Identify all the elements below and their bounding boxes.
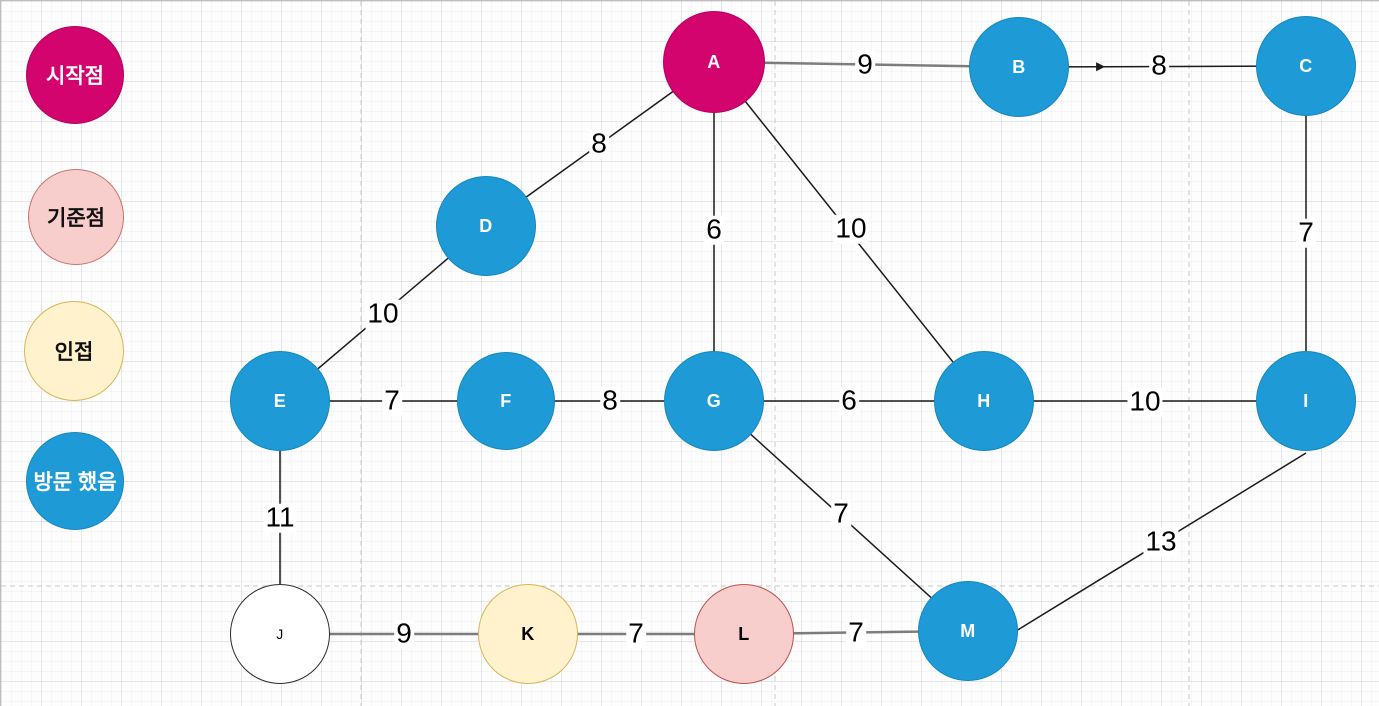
- node-label: D: [479, 215, 493, 236]
- node-F[interactable]: F: [457, 352, 555, 450]
- node-L[interactable]: L: [694, 584, 794, 684]
- node-label: B: [1012, 56, 1026, 77]
- edge-weight-A-B[interactable]: 9: [855, 48, 875, 80]
- edge-weight-A-G[interactable]: 6: [704, 213, 724, 245]
- edge-weight-G-H[interactable]: 6: [839, 384, 859, 416]
- node-label: G: [706, 390, 722, 411]
- edge-weight-F-G[interactable]: 8: [600, 384, 620, 416]
- edge-weight-J-K[interactable]: 9: [394, 617, 414, 649]
- node-J[interactable]: J: [230, 584, 330, 684]
- node-M[interactable]: M: [918, 581, 1018, 681]
- legend-adjacent-node[interactable]: 인접: [24, 301, 124, 401]
- edge-weight-E-J[interactable]: 11: [263, 501, 297, 533]
- edge-weight-E-F[interactable]: 7: [382, 384, 402, 416]
- node-G[interactable]: G: [664, 351, 764, 451]
- legend-visited-node[interactable]: 방문 했음: [26, 432, 124, 530]
- node-K[interactable]: K: [478, 584, 578, 684]
- node-label: M: [960, 620, 976, 641]
- edge-weight-A-H[interactable]: 10: [833, 212, 869, 244]
- node-B[interactable]: B: [969, 17, 1069, 117]
- edge-weight-I-M[interactable]: 13: [1143, 525, 1179, 557]
- edge-weight-G-M[interactable]: 7: [831, 497, 851, 529]
- node-label: L: [738, 623, 750, 644]
- node-label: K: [521, 623, 535, 644]
- node-I[interactable]: I: [1256, 351, 1356, 451]
- legend-reference-node[interactable]: 기준점: [28, 169, 124, 265]
- node-label: H: [977, 390, 991, 411]
- edge-weight-L-M[interactable]: 7: [846, 616, 866, 648]
- legend-label: 인접: [54, 341, 94, 364]
- edge-weight-K-L[interactable]: 7: [626, 617, 646, 649]
- edge-weight-D-E[interactable]: 10: [365, 297, 401, 329]
- edge-weight-C-I[interactable]: 7: [1296, 216, 1316, 248]
- legend-label: 방문 했음: [33, 471, 117, 494]
- node-label: F: [500, 390, 512, 411]
- edge-weight-B-C[interactable]: 8: [1149, 49, 1169, 81]
- legend-start-node[interactable]: 시작점: [26, 26, 124, 124]
- node-H[interactable]: H: [934, 351, 1034, 451]
- node-D[interactable]: D: [436, 176, 536, 276]
- legend-label: 시작점: [46, 65, 104, 88]
- node-label: C: [1299, 55, 1313, 76]
- node-label: J: [276, 626, 284, 642]
- node-A[interactable]: A: [663, 11, 765, 113]
- edge-weight-H-I[interactable]: 10: [1127, 385, 1163, 417]
- arrowhead-B-C: [1096, 62, 1106, 72]
- node-label: A: [707, 51, 721, 72]
- node-C[interactable]: C: [1256, 16, 1356, 116]
- node-E[interactable]: E: [230, 351, 330, 451]
- legend-label: 기준점: [47, 207, 105, 230]
- edge-weight-A-D[interactable]: 8: [589, 127, 609, 159]
- node-label: E: [273, 390, 287, 411]
- node-label: I: [1303, 390, 1309, 411]
